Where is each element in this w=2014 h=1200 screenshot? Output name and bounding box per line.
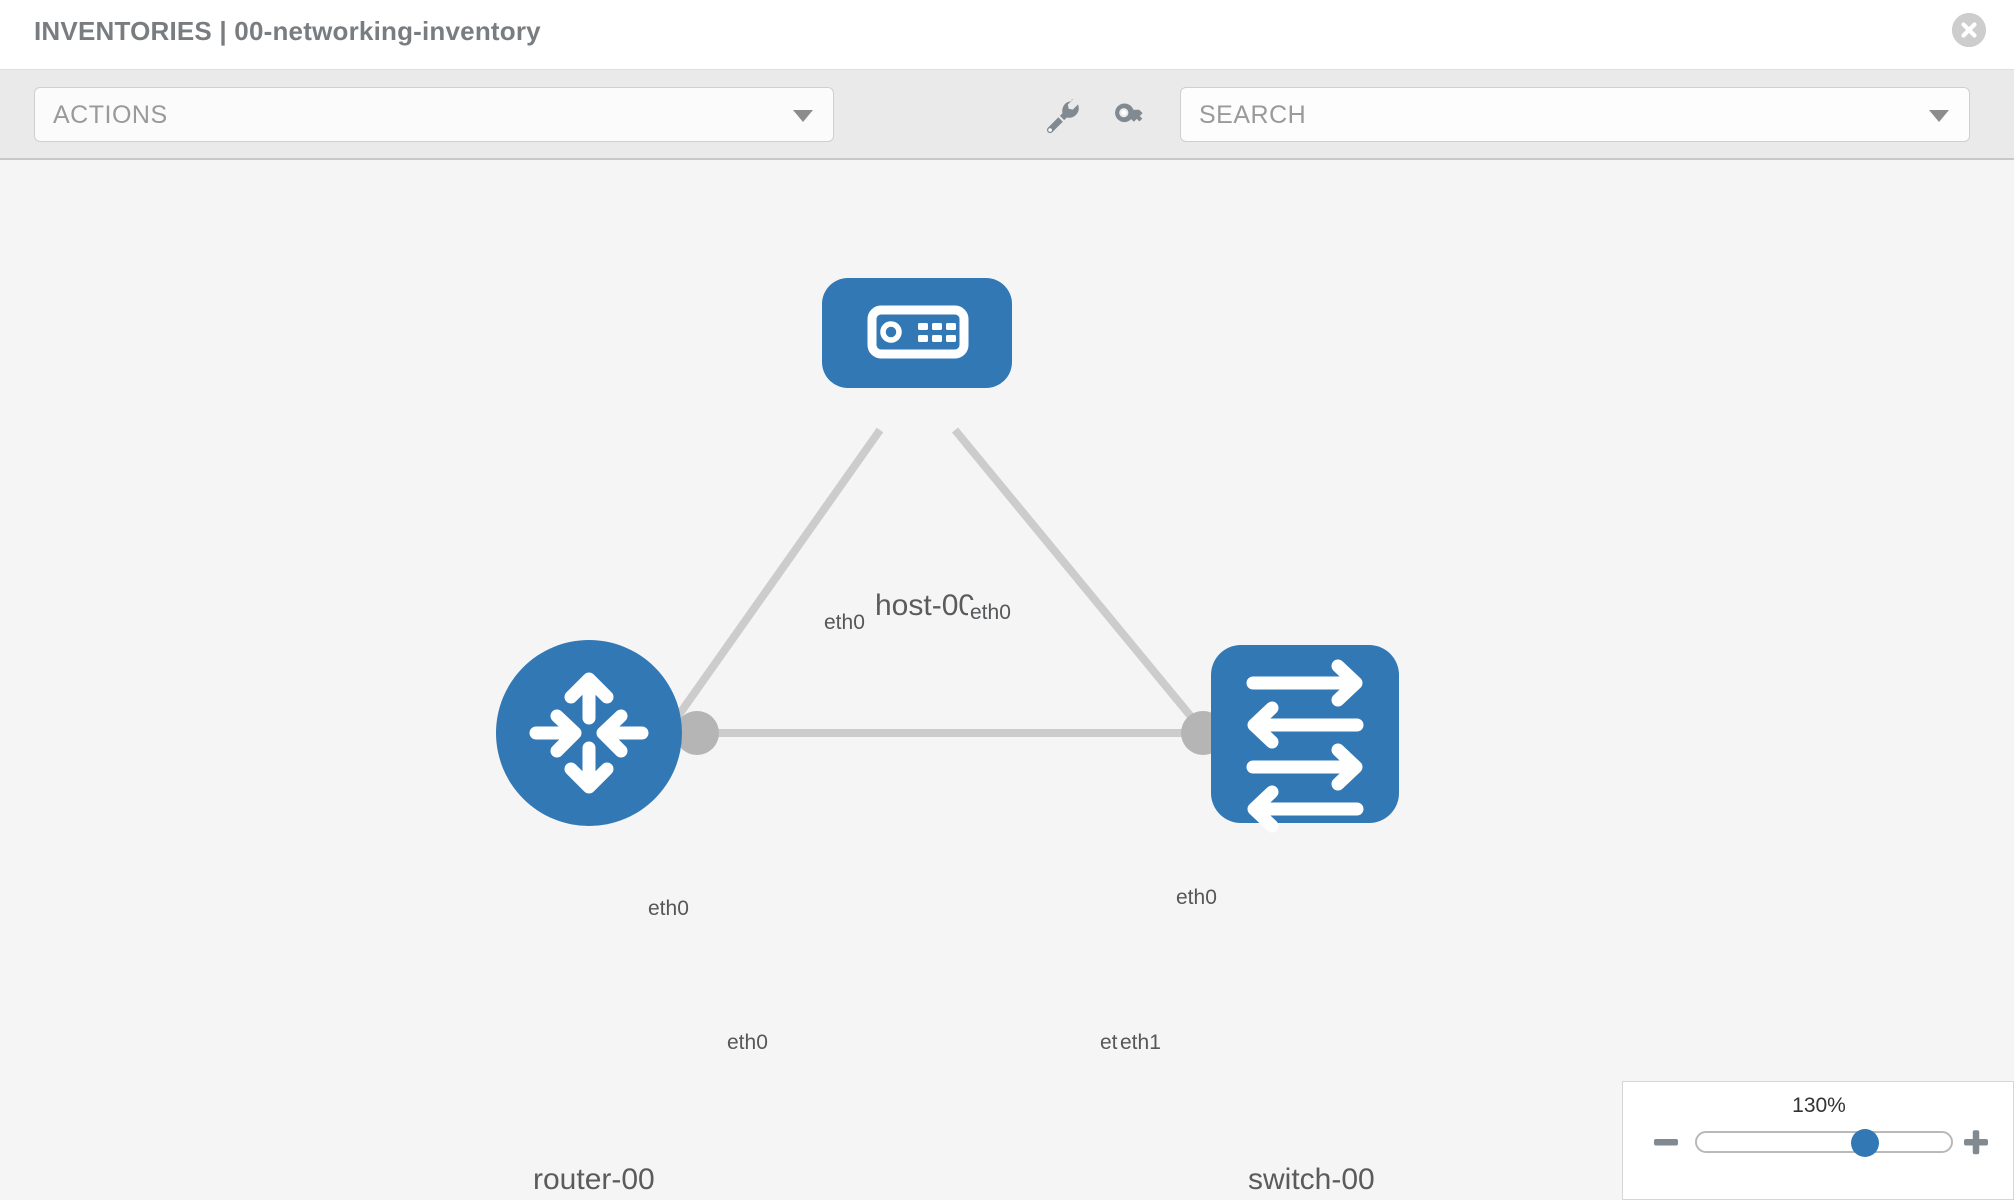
- server-icon: [867, 305, 969, 359]
- minus-icon[interactable]: [1651, 1127, 1681, 1157]
- actions-dropdown[interactable]: ACTIONS: [34, 87, 834, 142]
- key-icon[interactable]: [1108, 94, 1152, 138]
- node-label-host: host-00: [872, 588, 979, 624]
- wrench-icon[interactable]: [1040, 94, 1084, 138]
- port-label-router-right: eth0: [725, 1030, 770, 1056]
- zoom-control-panel: 130%: [1622, 1081, 2014, 1200]
- search-placeholder: SEARCH: [1199, 101, 1307, 129]
- topology-canvas[interactable]: host-00 router-00 switch-00 eth0 eth0 et…: [0, 160, 2014, 1200]
- link-host-switch: [951, 427, 1239, 773]
- port-label-router-upper: eth0: [646, 896, 691, 922]
- topology-graph: [496, 278, 1399, 833]
- router-arrows-icon: [529, 672, 649, 794]
- search-input[interactable]: SEARCH: [1180, 87, 1970, 142]
- port-label-switch-left: eth1: [1118, 1030, 1163, 1056]
- node-switch-00[interactable]: [1211, 645, 1399, 833]
- port-label-switch-upper: eth0: [1174, 885, 1219, 911]
- node-label-router: router-00: [530, 1162, 658, 1198]
- chevron-down-icon: [1929, 110, 1949, 122]
- page-title: INVENTORIES | 00-networking-inventory: [34, 16, 541, 46]
- node-host-00[interactable]: [822, 278, 1012, 388]
- port-label-host-right: eth0: [968, 600, 1013, 626]
- page-header: INVENTORIES | 00-networking-inventory: [0, 0, 2014, 70]
- handle-router-right: [675, 711, 719, 755]
- node-label-switch: switch-00: [1245, 1162, 1378, 1198]
- zoom-slider-thumb[interactable]: [1851, 1129, 1880, 1157]
- node-router-00[interactable]: [496, 640, 682, 826]
- zoom-slider[interactable]: [1695, 1131, 1953, 1153]
- plus-icon[interactable]: [1961, 1127, 1991, 1157]
- port-label-host-left: eth0: [822, 610, 867, 636]
- actions-dropdown-label: ACTIONS: [53, 101, 168, 129]
- close-icon[interactable]: [1952, 13, 1986, 47]
- toolbar: ACTIONS SEARCH: [0, 70, 2014, 160]
- zoom-level-label: 130%: [1792, 1094, 1846, 1117]
- link-host-router: [636, 427, 884, 773]
- chevron-down-icon: [793, 110, 813, 122]
- switch-arrows-icon: [1246, 659, 1364, 833]
